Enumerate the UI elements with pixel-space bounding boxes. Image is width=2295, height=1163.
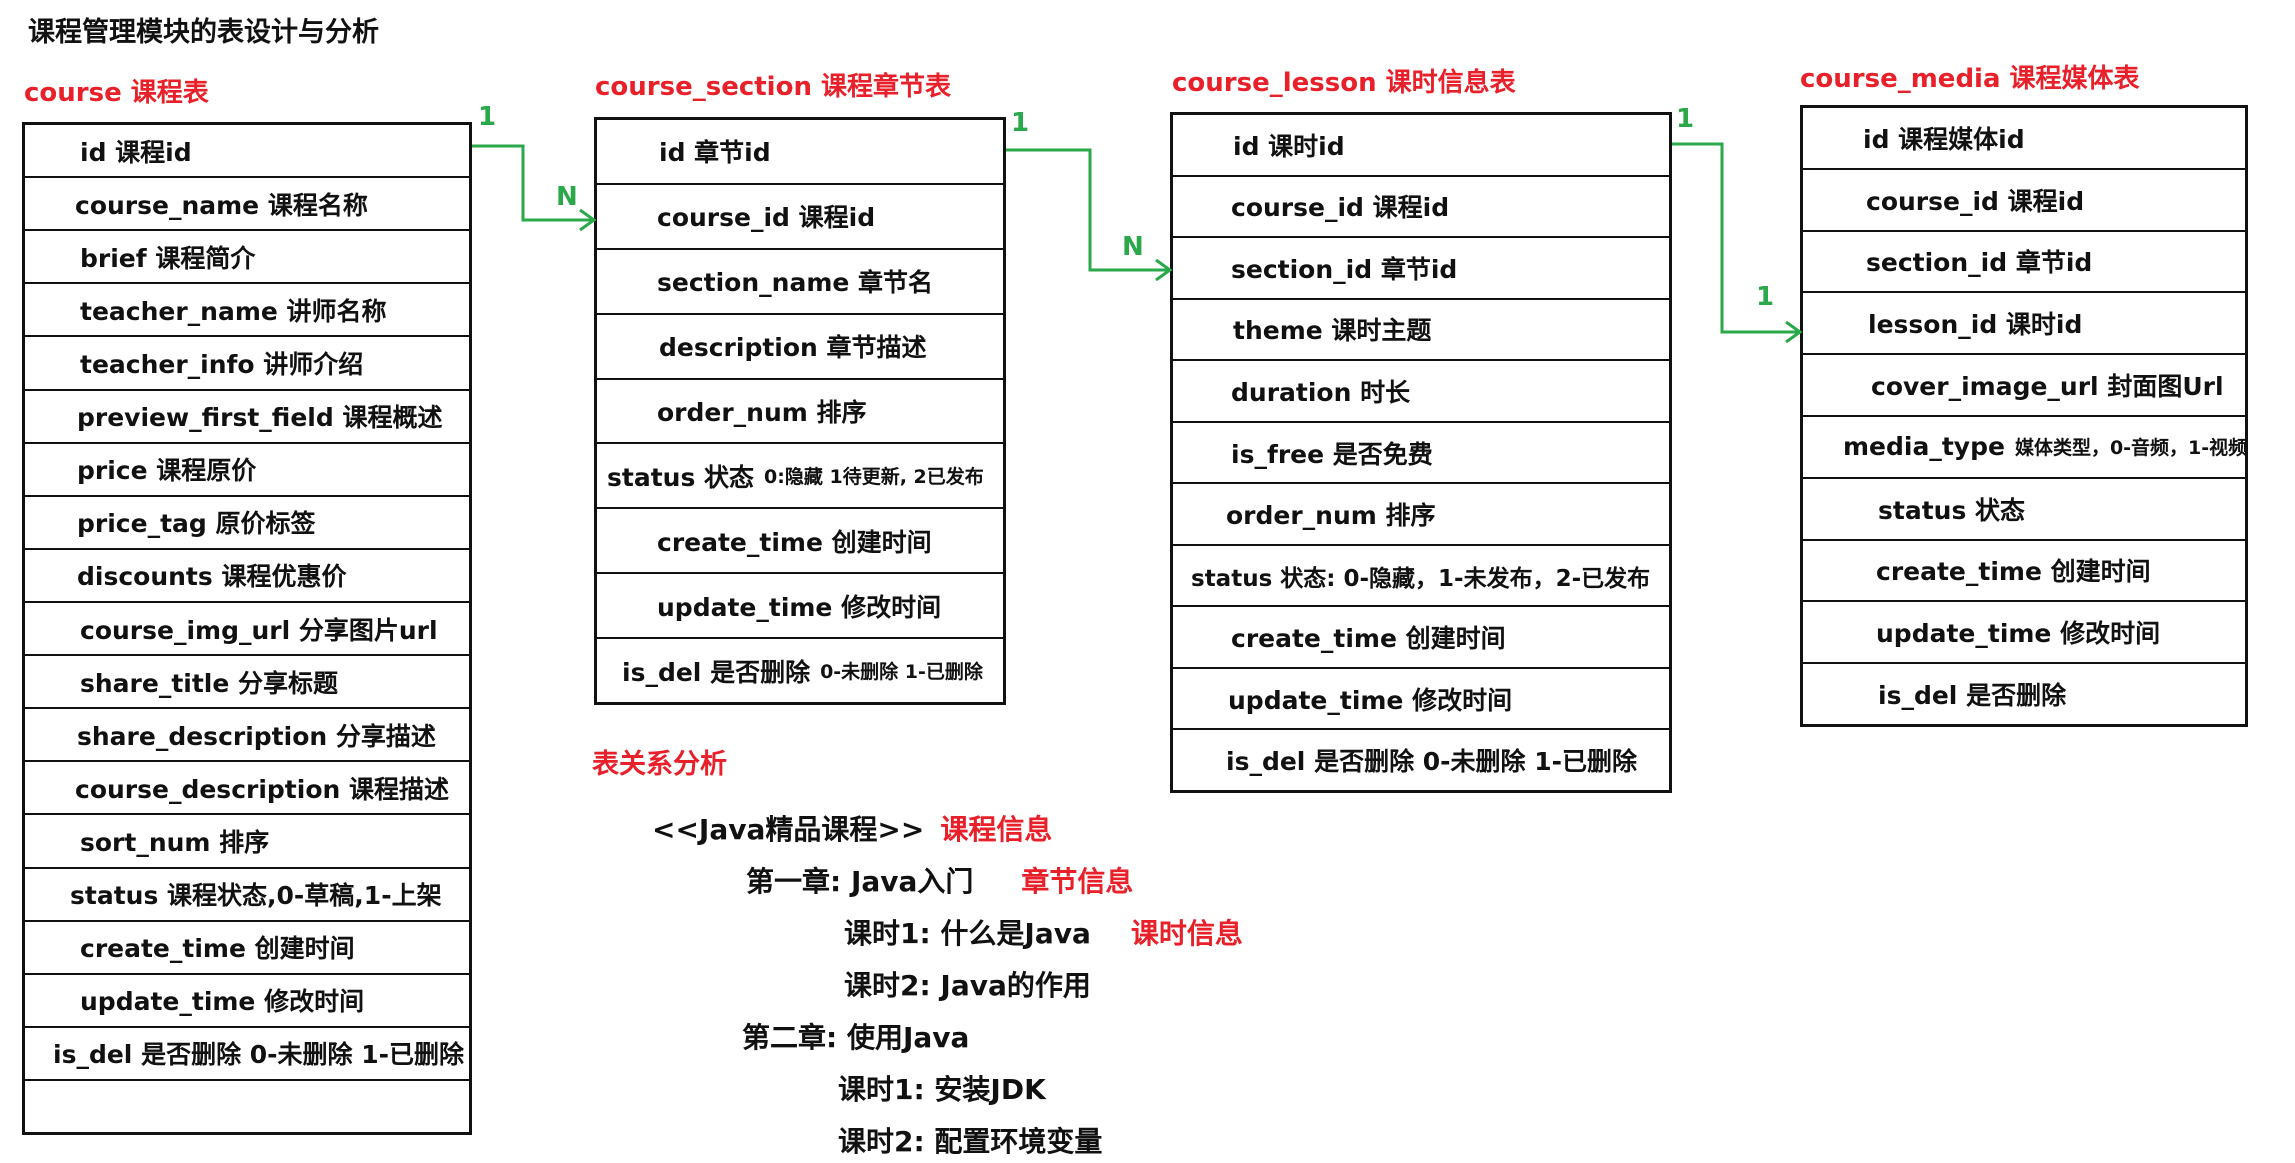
course-media-table: id 课程媒体id course_id 课程id section_id 章节id… xyxy=(1800,105,2248,727)
page-title: 课程管理模块的表设计与分析 xyxy=(28,17,379,48)
table-row: is_del 是否删除 0-未删除 1-已删除 xyxy=(25,1028,469,1081)
table-row: lesson_id 课时id xyxy=(1803,293,2245,356)
lesson-to-media-connector xyxy=(1672,142,1800,334)
analysis-course-line: <<Java精品课程>>课程信息 xyxy=(652,813,1053,846)
table-row: cover_image_url 封面图Url xyxy=(1803,355,2245,417)
analysis-chapter-line: 第二章: 使用Java xyxy=(742,1021,970,1054)
table-row: status 课程状态,0-草稿,1-上架 xyxy=(25,869,469,922)
table-row: price 课程原价 xyxy=(25,444,469,497)
analysis-lesson-line: 课时1: 安装JDK xyxy=(838,1073,1046,1106)
relation-one-label: 1 xyxy=(1011,108,1030,138)
table-row: section_id 章节id xyxy=(1173,238,1669,300)
table-row: course_description 课程描述 xyxy=(25,762,469,816)
table-row: preview_first_field 课程概述 xyxy=(25,391,469,444)
table-row: discounts 课程优惠价 xyxy=(25,550,469,603)
table-row: section_id 章节id xyxy=(1803,232,2245,294)
table-row: sort_num 排序 xyxy=(25,815,469,869)
table-row: course_id 课程id xyxy=(1803,170,2245,232)
table-row: share_title 分享标题 xyxy=(25,656,469,710)
table-row: create_time 创建时间 xyxy=(1173,607,1669,669)
analysis-chapter-line: 第一章: Java入门章节信息 xyxy=(746,865,1134,898)
course-lesson-table-title: course_lesson 课时信息表 xyxy=(1172,68,1516,98)
course-section-table: id 章节id course_id 课程id section_name 章节名 … xyxy=(594,117,1006,705)
table-row: id 课时id xyxy=(1173,115,1669,177)
media-arrow xyxy=(1785,320,1803,344)
relation-many-label: N xyxy=(556,182,578,212)
analysis-title: 表关系分析 xyxy=(592,749,727,780)
table-row: course_img_url 分享图片url xyxy=(25,603,469,657)
table-row: order_num 排序 xyxy=(1173,484,1669,546)
table-row: price_tag 原价标签 xyxy=(25,497,469,550)
table-row: section_name 章节名 xyxy=(597,250,1003,315)
section-to-lesson-connector xyxy=(1006,148,1170,272)
table-row: teacher_name 讲师名称 xyxy=(25,284,469,338)
course-table-title: course 课程表 xyxy=(24,78,209,108)
table-row: id 课程id xyxy=(25,125,469,179)
table-row: teacher_info 讲师介绍 xyxy=(25,337,469,391)
table-row: id 章节id xyxy=(597,120,1003,185)
analysis-lesson-line: 课时2: Java的作用 xyxy=(844,969,1091,1002)
table-row: order_num 排序 xyxy=(597,380,1003,445)
table-row: duration 时长 xyxy=(1173,361,1669,423)
relation-one-label: 1 xyxy=(1676,104,1695,134)
course-media-table-title: course_media 课程媒体表 xyxy=(1800,64,2140,94)
course-section-table-title: course_section 课程章节表 xyxy=(595,72,952,102)
analysis-lesson-line: 课时2: 配置环境变量 xyxy=(838,1125,1103,1158)
course-to-section-connector xyxy=(472,144,594,222)
table-row: course_id 课程id xyxy=(597,185,1003,250)
table-row: update_time 修改时间 xyxy=(1803,602,2245,665)
course-lesson-table: id 课时id course_id 课程id section_id 章节id t… xyxy=(1170,112,1672,793)
section-arrow xyxy=(579,208,597,232)
table-row: id 课程媒体id xyxy=(1803,108,2245,170)
table-row: update_time 修改时间 xyxy=(25,975,469,1028)
table-row: update_time 修改时间 xyxy=(597,574,1003,640)
table-row: update_time 修改时间 xyxy=(1173,669,1669,731)
table-row: create_time 创建时间 xyxy=(1803,541,2245,603)
table-row: course_id 课程id xyxy=(1173,177,1669,239)
relation-many-label: N xyxy=(1122,232,1144,262)
table-row: is_del 是否删除 xyxy=(1878,681,2067,711)
table-row: brief 课程简介 xyxy=(25,231,469,285)
table-row: theme 课时主题 xyxy=(1173,300,1669,362)
table-row: is_del 是否删除 0-未删除 1-已删除 xyxy=(1226,747,1638,777)
table-row: create_time 创建时间 xyxy=(597,509,1003,575)
table-row: status 状态: 0-隐藏，1-未发布，2-已发布 xyxy=(1173,546,1669,608)
lesson-arrow xyxy=(1155,258,1173,282)
course-table: id 课程id course_name 课程名称 brief 课程简介 teac… xyxy=(22,122,472,1135)
table-row: share_description 分享描述 xyxy=(25,709,469,763)
table-row: status 状态 xyxy=(1803,479,2245,541)
table-row: course_name 课程名称 xyxy=(25,178,469,232)
table-row: create_time 创建时间 xyxy=(25,922,469,975)
relation-many-label: 1 xyxy=(1756,282,1775,312)
relation-one-label: 1 xyxy=(478,102,497,132)
table-row: is_free 是否免费 xyxy=(1173,423,1669,485)
table-row: description 章节描述 xyxy=(597,315,1003,380)
